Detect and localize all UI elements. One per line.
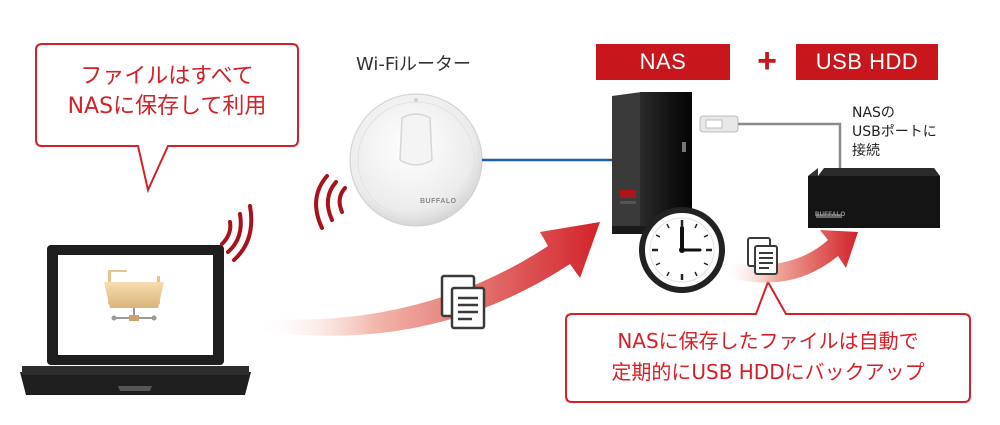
usb-cable <box>699 115 842 168</box>
router-wifi-icon <box>314 174 347 230</box>
usb-hdd-label: USB HDD <box>796 44 938 80</box>
usb-hdd-icon <box>808 168 940 228</box>
callout-left-line1: ファイルはすべて <box>80 64 254 89</box>
callout-left-line2: NASに保存して利用 <box>67 94 267 119</box>
callout-bubble-right <box>565 279 971 403</box>
backup-arrow <box>722 230 858 283</box>
clock-icon <box>639 207 725 293</box>
laptop-wifi-icon <box>220 204 254 262</box>
upload-arrow <box>255 222 600 336</box>
usb-port-note-line3: 接続 <box>852 143 880 159</box>
callout-right-line2: 定期的にUSB HDDにバックアップ <box>611 360 925 384</box>
usb-port-note-line1: NASの <box>852 105 895 121</box>
callout-bubble-left <box>35 43 299 194</box>
document-icon-backup <box>747 237 778 275</box>
router-label: Wi-Fiルーター <box>356 54 471 75</box>
plus-sign: + <box>757 42 777 80</box>
hdd-brand-logo: BUFFALO <box>815 212 846 218</box>
router-brand-logo: BUFFALO <box>420 198 457 205</box>
document-icon-upload <box>440 274 486 330</box>
callout-right-text: NASに保存したファイルは自動で 定期的にUSB HDDにバックアップ <box>570 326 966 388</box>
callout-right-line1: NASに保存したファイルは自動で <box>617 329 919 353</box>
router-icon <box>349 93 483 227</box>
folder-network-icon <box>104 270 164 321</box>
usb-port-note: NASの USBポートに 接続 <box>852 104 937 161</box>
callout-left-text: ファイルはすべて NASに保存して利用 <box>40 62 294 122</box>
nas-label: NAS <box>596 44 730 80</box>
usb-port-note-line2: USBポートに <box>852 124 937 140</box>
